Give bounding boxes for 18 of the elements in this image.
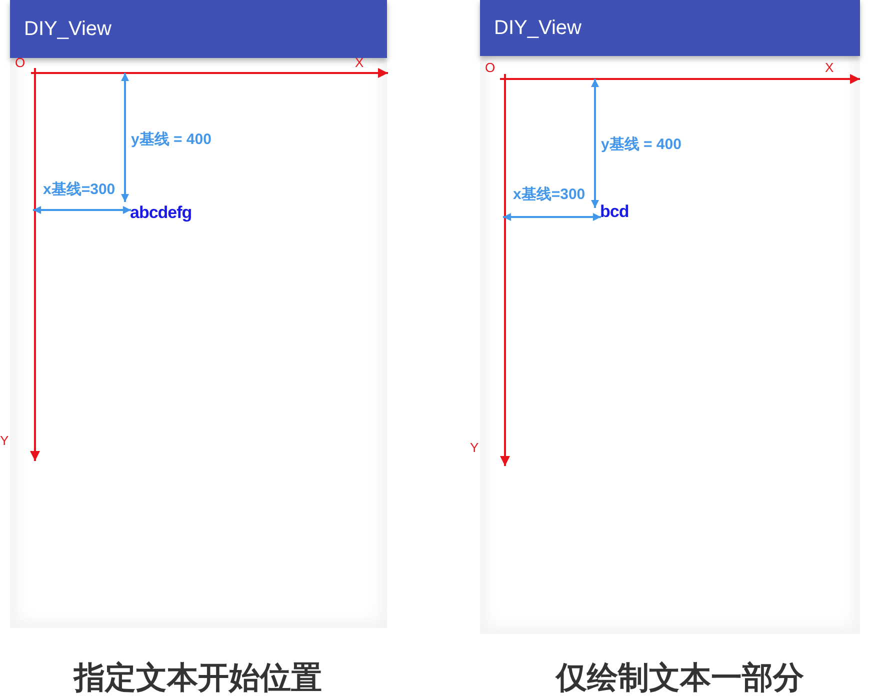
dimension-label: x基线=300 <box>43 181 116 199</box>
dimension-label: y基线 = 400 <box>131 131 212 149</box>
axis-label: Y <box>0 433 9 448</box>
app-title: DIY_View <box>494 16 582 40</box>
axis-label: Y <box>470 440 479 455</box>
origin-label: O <box>485 60 496 75</box>
dimension-label: x基线=300 <box>513 186 586 204</box>
dimension-label: y基线 = 400 <box>601 136 682 154</box>
origin-label: O <box>15 55 26 70</box>
phone-screen <box>480 0 860 634</box>
sample-text: abcdefg <box>130 203 192 223</box>
phone-screen <box>10 0 387 628</box>
sample-text: bcd <box>600 202 629 222</box>
app-title: DIY_View <box>24 17 112 41</box>
axis-label: X <box>825 60 834 75</box>
axis-label: X <box>355 55 364 70</box>
panel-label: 指定文本开始位置 <box>74 660 322 696</box>
panel-label: 仅绘制文本一部分 <box>556 660 804 696</box>
